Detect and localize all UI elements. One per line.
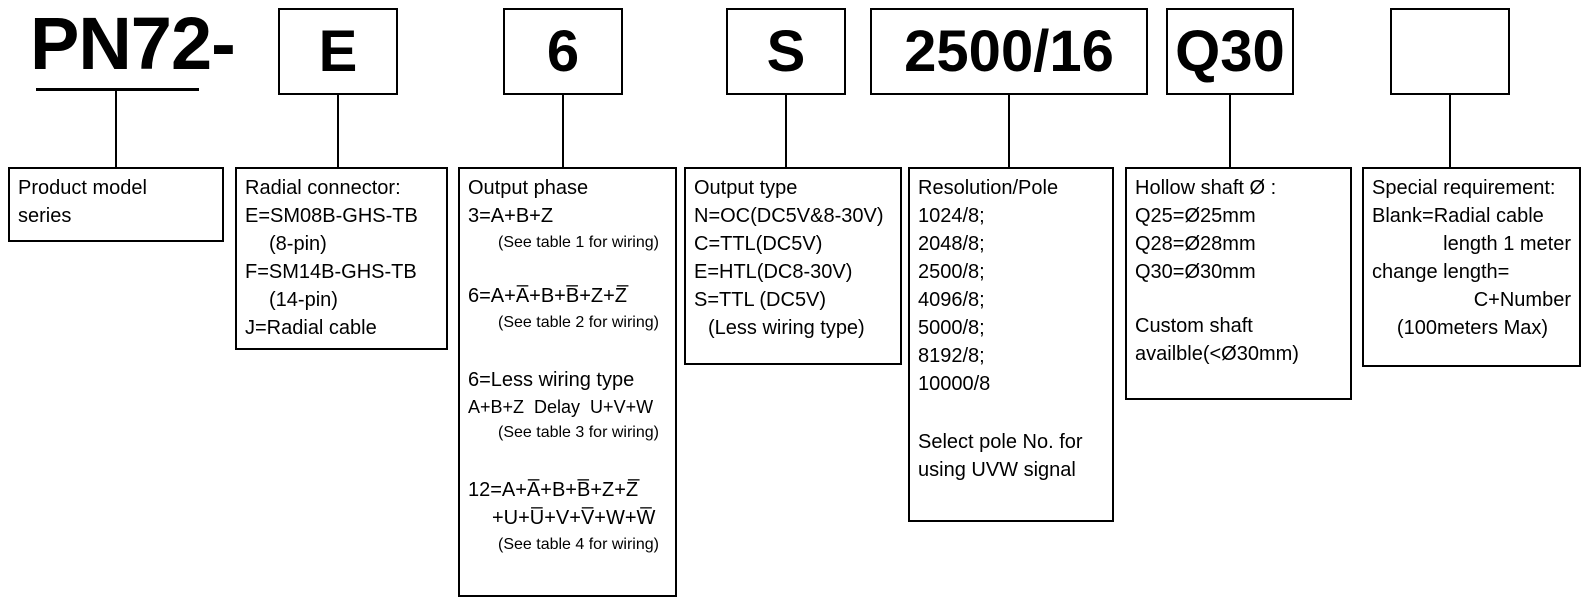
text-line: 1024/8; [918,205,985,227]
text-line: Q28=Ø28mm [1135,233,1256,255]
connector-line-product [115,91,117,167]
text-line: Output phase [468,177,589,199]
code-connector-value: E [318,19,358,84]
text-line: Custom shaft [1135,315,1253,337]
text-line: 2048/8; [918,233,985,255]
model-prefix: PN72- [30,2,236,85]
text-line: (100meters Max) [1396,317,1549,339]
spacer-line [468,336,669,366]
text-line: 10000/8 [918,373,991,395]
text-line: J=Radial cable [245,317,377,339]
text-line: Product model [18,177,147,199]
code-output-type-value: S [766,19,806,84]
spacer-line [468,446,669,476]
desc-output-type: Output type N=OC(DC5V&8-30V) C=TTL(DC5V)… [684,167,902,365]
text-line: (See table 3 for wiring) [498,424,659,441]
code-box-output-type: S [726,8,846,95]
text-line: (14-pin) [269,289,338,311]
connector-line-phase [562,95,564,167]
desc-product-model: Product model series [8,167,224,242]
text-line: +U+U̅+V+V̅+W+W̅ [492,507,656,529]
text-line: Select pole No. for [918,431,1083,453]
text-line: Output type [694,177,798,199]
code-resolution-value: 2500/16 [904,19,1114,84]
code-box-special [1390,8,1510,95]
text-line: C=TTL(DC5V) [694,233,823,255]
model-prefix-underline [36,88,199,91]
text-line: (Less wiring type) [708,317,865,339]
text-line: 3=A+B+Z [468,205,554,227]
text-line: (See table 2 for wiring) [498,314,659,331]
text-line: change length= [1372,261,1510,283]
text-line: 4096/8; [918,289,985,311]
connector-line-output-type [785,95,787,167]
text-line: E=SM08B-GHS-TB [245,205,418,227]
spacer-line [918,398,1106,428]
text-line: 5000/8; [918,317,985,339]
text-line: C+Number [1473,289,1571,311]
text-line: 12=A+A̅+B+B̅+Z+Z̅ [468,479,639,501]
connector-line-shaft [1229,95,1231,167]
text-line: Special requirement: [1372,177,1556,199]
desc-output-phase: Output phase 3=A+B+Z (See table 1 for wi… [458,167,677,597]
spacer-line [468,256,669,282]
code-phase-value: 6 [546,19,580,84]
text-line: series [18,205,72,227]
connector-line-connector [337,95,339,167]
text-line: A+B+Z Delay U+V+W [468,397,654,417]
text-line: Q30=Ø30mm [1135,261,1256,283]
code-box-resolution: 2500/16 [870,8,1148,95]
text-line: (See table 1 for wiring) [498,234,659,251]
connector-line-special [1449,95,1451,167]
code-box-phase: 6 [503,8,623,95]
text-line: E=HTL(DC8-30V) [694,261,853,283]
desc-resolution-pole: Resolution/Pole 1024/8; 2048/8; 2500/8; … [908,167,1114,522]
text-line: S=TTL (DC5V) [694,289,827,311]
code-box-shaft: Q30 [1166,8,1294,95]
text-line: 6=Less wiring type [468,369,635,391]
text-line: 6=A+A̅+B+B̅+Z+Z̅ [468,285,627,307]
text-line: Blank=Radial cable [1372,205,1544,227]
desc-radial-connector: Radial connector: E=SM08B-GHS-TB (8-pin)… [235,167,448,350]
text-line: Resolution/Pole [918,177,1059,199]
text-line: F=SM14B-GHS-TB [245,261,417,283]
text-line: (8-pin) [269,233,327,255]
connector-line-resolution [1008,95,1010,167]
code-shaft-value: Q30 [1175,19,1285,84]
text-line: 2500/8; [918,261,985,283]
text-line: Hollow shaft Ø : [1135,177,1277,199]
text-line: availble(<Ø30mm) [1135,343,1299,365]
text-line: (See table 4 for wiring) [498,536,659,553]
text-line: 8192/8; [918,345,985,367]
text-line: using UVW signal [918,459,1076,481]
code-box-connector: E [278,8,398,95]
text-line: Radial connector: [245,177,401,199]
spacer-line [1135,286,1344,312]
text-line: Q25=Ø25mm [1135,205,1256,227]
desc-hollow-shaft: Hollow shaft Ø : Q25=Ø25mm Q28=Ø28mm Q30… [1125,167,1352,400]
text-line: N=OC(DC5V&8-30V) [694,205,884,227]
text-line: length 1 meter [1443,233,1571,255]
desc-special-requirement: Special requirement: Blank=Radial cable … [1362,167,1581,367]
